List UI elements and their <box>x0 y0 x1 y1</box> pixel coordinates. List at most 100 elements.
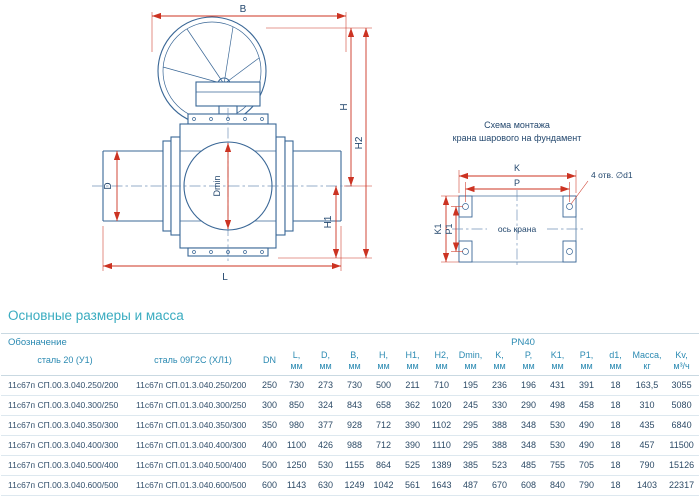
column-header-k1: K1,мм <box>543 350 573 376</box>
value-cell: 348 <box>514 415 544 436</box>
value-cell: 980 <box>282 415 312 436</box>
dimension-k: K <box>458 163 577 193</box>
designation-cell: 11с67п СП.01.3.040.350/300 <box>129 415 258 436</box>
column-header-kv: Kv,м³/ч <box>664 350 700 376</box>
value-cell: 1250 <box>282 455 312 476</box>
value-cell: 385 <box>456 455 486 476</box>
value-cell: 330 <box>485 395 515 416</box>
holes-callout: 4 отв. ∅d1 <box>570 170 633 205</box>
dim-label-k1: K1 <box>433 223 443 234</box>
value-cell: 426 <box>311 435 341 456</box>
foundation-scheme: Схема монтажа крана шарового на фундамен… <box>433 120 633 268</box>
dim-label-h2: H2 <box>354 136 365 149</box>
column-header-steel20: сталь 20 (У1) <box>1 350 129 376</box>
axis-label: ось крана <box>498 224 537 234</box>
value-cell: 295 <box>456 415 486 436</box>
dim-label-dmin: Dmin <box>212 175 222 196</box>
designation-cell: 11с67п СП.00.3.040.600/500 <box>1 475 129 496</box>
column-header-dmin: Dmin,мм <box>456 350 486 376</box>
value-cell: 843 <box>340 395 370 416</box>
column-header-steel09g2s: сталь 09Г2С (ХЛ1) <box>129 350 258 376</box>
designation-cell: 11с67п СП.00.3.040.350/300 <box>1 415 129 436</box>
value-cell: 1249 <box>340 475 370 496</box>
column-header-l: L,мм <box>282 350 312 376</box>
dimension-d: D <box>103 151 121 221</box>
value-cell: 630 <box>311 475 341 496</box>
value-cell: 431 <box>543 375 573 396</box>
column-header-h: H,мм <box>369 350 399 376</box>
value-cell: 295 <box>456 435 486 456</box>
value-cell: 18 <box>601 455 631 476</box>
dim-label-k: K <box>514 163 520 173</box>
column-header-p: P,мм <box>514 350 544 376</box>
value-cell: 730 <box>282 375 312 396</box>
value-cell: 790 <box>630 455 665 476</box>
value-cell: 435 <box>630 415 665 436</box>
value-cell: 390 <box>398 435 428 456</box>
value-cell: 163,5 <box>630 375 665 396</box>
flange-bolts <box>192 117 264 254</box>
value-cell: 1020 <box>427 395 457 416</box>
value-cell: 730 <box>340 375 370 396</box>
pn-group-header: PN40 <box>511 337 535 348</box>
table-group-header-row: Обозначение PN40 <box>1 334 699 351</box>
dimension-h1: H1 <box>323 186 340 258</box>
value-cell: 300 <box>257 395 283 416</box>
designation-cell: 11с67п СП.00.3.040.500/400 <box>1 455 129 476</box>
designation-cell: 11с67п СП.01.3.040.250/200 <box>129 375 258 396</box>
value-cell: 712 <box>369 415 399 436</box>
column-header-d: D,мм <box>311 350 341 376</box>
value-cell: 245 <box>456 395 486 416</box>
value-cell: 530 <box>543 415 573 436</box>
dimension-h2: H2 <box>278 28 372 259</box>
column-header-k: K,мм <box>485 350 515 376</box>
designation-cell: 11с67п СП.00.3.040.300/250 <box>1 395 129 416</box>
section-title: Основные размеры и масса <box>8 308 184 323</box>
value-cell: 211 <box>398 375 428 396</box>
value-cell: 561 <box>398 475 428 496</box>
value-cell: 18 <box>601 395 631 416</box>
value-cell: 755 <box>543 455 573 476</box>
value-cell: 490 <box>572 415 602 436</box>
value-cell: 5080 <box>664 395 700 416</box>
dim-label-l: L <box>222 272 228 283</box>
value-cell: 600 <box>257 475 283 496</box>
value-cell: 458 <box>572 395 602 416</box>
dim-label-h: H <box>339 103 350 110</box>
value-cell: 530 <box>543 435 573 456</box>
handwheel <box>157 16 267 126</box>
column-header-b: B,мм <box>340 350 370 376</box>
value-cell: 490 <box>572 435 602 456</box>
value-cell: 988 <box>340 435 370 456</box>
value-cell: 18 <box>601 415 631 436</box>
value-cell: 500 <box>257 455 283 476</box>
technical-drawings: B H H2 H1 D Dmin <box>92 4 633 283</box>
designation-group-header: Обозначение <box>8 337 67 348</box>
value-cell: 500 <box>369 375 399 396</box>
value-cell: 670 <box>485 475 515 496</box>
value-cell: 710 <box>427 375 457 396</box>
value-cell: 457 <box>630 435 665 456</box>
designation-cell: 11с67п СП.00.3.040.400/300 <box>1 435 129 456</box>
dimension-k1: K1 <box>433 195 459 263</box>
value-cell: 348 <box>514 435 544 456</box>
column-header-d1: d1,мм <box>601 350 631 376</box>
value-cell: 523 <box>485 455 515 476</box>
value-cell: 1143 <box>282 475 312 496</box>
dimension-dmin: Dmin <box>212 143 232 229</box>
dimension-b: B <box>151 4 347 52</box>
designation-cell: 11с67п СП.00.3.040.250/200 <box>1 375 129 396</box>
value-cell: 1100 <box>282 435 312 456</box>
value-cell: 928 <box>340 415 370 436</box>
value-cell: 15126 <box>664 455 700 476</box>
value-cell: 705 <box>572 455 602 476</box>
column-header-mass: Масса,кг <box>630 350 665 376</box>
value-cell: 530 <box>311 455 341 476</box>
